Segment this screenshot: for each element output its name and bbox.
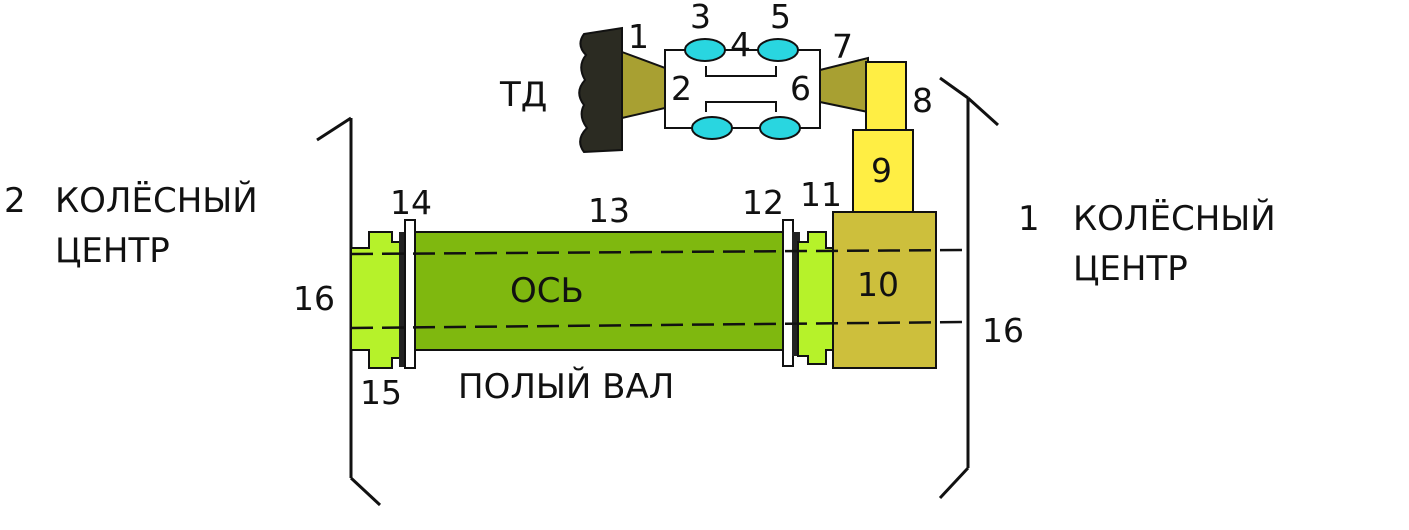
axle-label: ОСЬ — [510, 271, 584, 311]
bushing-lower-left — [691, 116, 733, 140]
wheel-center-2-number: 2 — [4, 181, 26, 221]
part-number-8: 8 — [912, 81, 933, 120]
part-number-1: 1 — [628, 17, 649, 56]
wheel-center-1-line2: ЦЕНТР — [1073, 249, 1188, 289]
hollow-shaft-label: ПОЛЫЙ ВАЛ — [458, 366, 674, 407]
motor-label: ТД — [499, 75, 547, 115]
part-number-6: 6 — [790, 69, 811, 108]
part-number-3: 3 — [690, 0, 711, 36]
part-number-5: 5 — [770, 0, 791, 36]
part-number-13: 13 — [588, 191, 630, 230]
right-seal-ring — [792, 232, 800, 356]
part-number-12: 12 — [742, 183, 784, 222]
part-number-14: 14 — [390, 183, 432, 222]
flange-12 — [782, 219, 794, 367]
part-number-4: 4 — [730, 25, 751, 64]
part-number-7: 7 — [832, 27, 853, 66]
traction-motor — [578, 26, 623, 154]
bushing-3 — [684, 38, 726, 62]
hollow-shaft-tube — [412, 231, 786, 351]
gearbox-10 — [832, 211, 937, 369]
wheel-center-1-number: 1 — [1018, 199, 1040, 239]
wheel-center-2-line2: ЦЕНТР — [55, 231, 170, 271]
right-coupling — [797, 231, 834, 365]
motor-cone — [621, 50, 666, 120]
wheel-center-1-line1: КОЛЁСНЫЙ — [1073, 198, 1276, 239]
part-number-2: 2 — [671, 69, 692, 108]
part-number-15: 15 — [360, 373, 402, 412]
pinion-cone — [819, 56, 869, 114]
left-seal-ring — [399, 232, 407, 367]
bushing-lower-right — [759, 116, 801, 140]
part-number-10: 10 — [857, 265, 899, 304]
part-number-9: 9 — [871, 151, 892, 190]
wheel-center-1-bracket — [938, 76, 1000, 500]
bushing-5 — [757, 38, 799, 62]
part-number-11: 11 — [800, 175, 842, 214]
part-number-16-right: 16 — [982, 311, 1024, 350]
flange-14 — [404, 219, 416, 369]
part-number-16-left: 16 — [293, 279, 335, 318]
pinion-8 — [865, 61, 907, 133]
left-coupling — [350, 231, 405, 369]
wheel-center-2-line1: КОЛЁСНЫЙ — [55, 180, 258, 221]
axle-dashed-lines — [350, 248, 969, 330]
